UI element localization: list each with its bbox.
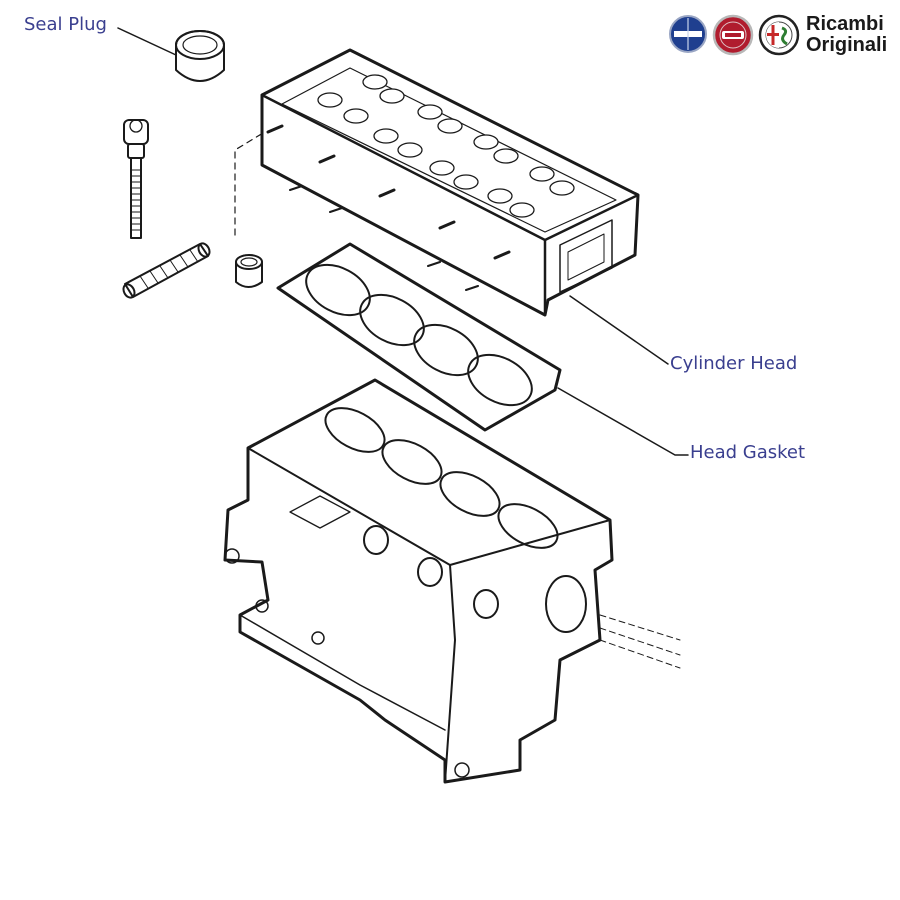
alfa-romeo-emblem-icon — [758, 14, 800, 56]
cylinder-head-part — [260, 48, 640, 317]
cylinder-head-label: Cylinder Head — [670, 353, 798, 374]
head-gasket-label: Head Gasket — [690, 442, 806, 463]
stud-part — [122, 242, 211, 299]
head-gasket-part — [276, 242, 562, 432]
engine-block-part — [223, 378, 681, 784]
brand-line-1: Ricambi — [806, 13, 884, 35]
lancia-emblem-icon — [669, 15, 707, 53]
seal-plug-label: Seal Plug — [24, 14, 107, 35]
seal-plug-leader — [117, 27, 177, 56]
cylinder-head-leader — [569, 295, 669, 365]
seal-plug-part — [175, 30, 225, 82]
head-gasket-leader — [557, 387, 689, 456]
fiat-emblem-icon — [712, 14, 754, 56]
dowel-sleeve-part — [235, 254, 263, 288]
alignment-dashed-line — [234, 129, 269, 236]
head-bolt-part — [123, 119, 149, 239]
brand-line-2: Originali — [806, 34, 888, 56]
